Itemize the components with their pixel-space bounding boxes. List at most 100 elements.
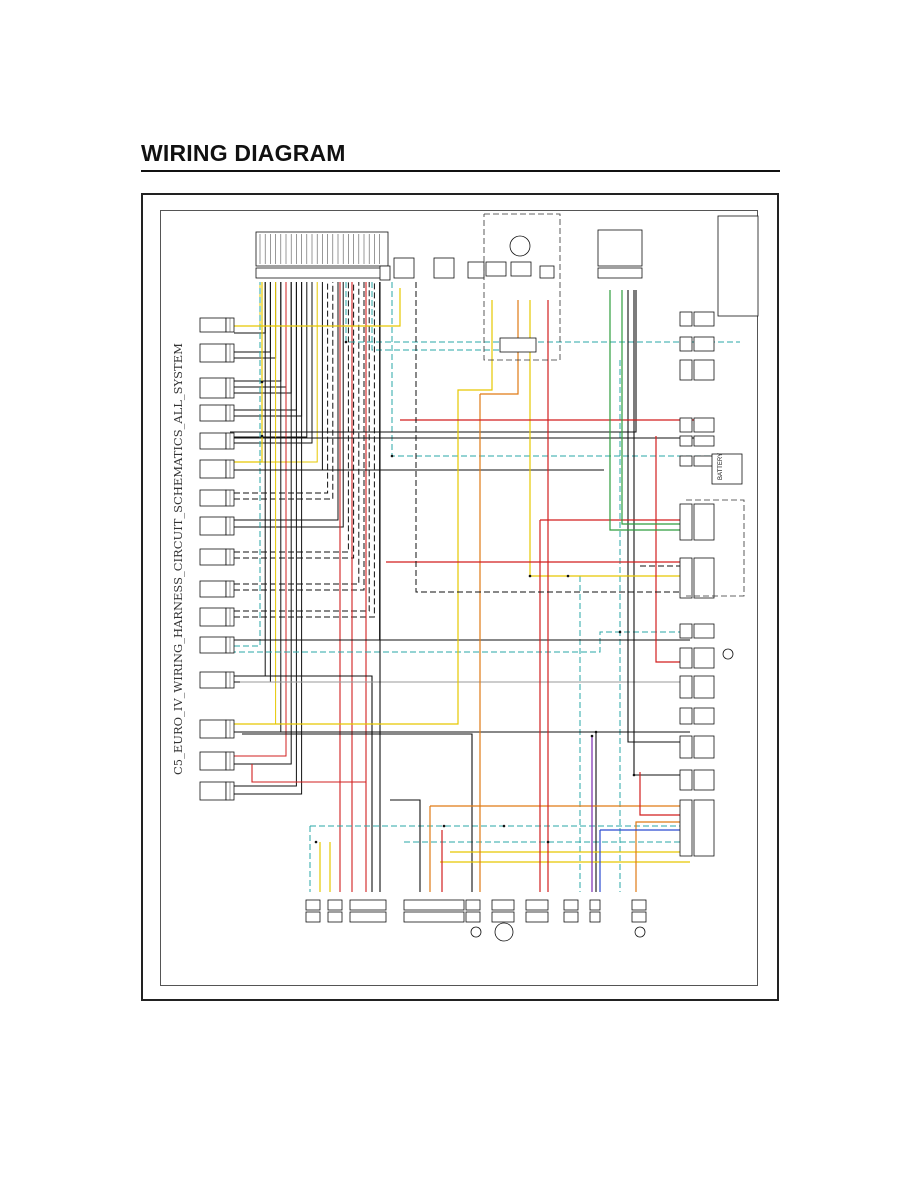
right-connector-12 [679,735,693,759]
black-wire [627,290,690,743]
yellow-wire [232,288,401,327]
left-component-0 [199,317,227,333]
headlamp-icon [494,922,514,942]
battery-icon [711,453,743,485]
bottom-component-8 [589,911,601,923]
bottom-component-2 [349,911,387,923]
junction-dot [390,454,394,458]
turn-lamp-icon [470,926,482,938]
left-wire [234,282,323,471]
bottom-connector-7 [563,899,579,911]
right-component-0 [693,311,715,327]
left-wire [234,282,365,591]
bottom-connector-0 [305,899,321,911]
cyan-ground-wire [230,631,690,653]
junction-dot [344,340,348,344]
right-component-6 [693,503,715,541]
right-component-2 [693,359,715,381]
right-component-4 [693,435,715,447]
bottom-component-5 [491,911,515,923]
left-wire [234,282,349,553]
right-component-8 [693,623,715,639]
headlamp-connector [510,261,532,277]
left-component-8 [199,548,227,566]
right-component-9 [693,647,715,669]
left-component-7 [199,516,227,536]
components-layer [199,213,759,942]
left-component-13 [199,719,227,739]
green-wire [609,290,690,531]
bottom-connector-3 [403,899,465,911]
black-wire [242,733,473,892]
junction-dot [590,734,594,738]
right-connector-8 [679,623,693,639]
left-wire [234,282,282,733]
left-wire [234,282,308,438]
junction-dot [546,840,550,844]
red-wire [251,764,366,783]
yellow-wire [450,846,691,853]
left-component-5 [199,459,227,479]
sensor-connector [379,265,391,281]
yellow-wire [232,282,263,463]
right-connector-6 [679,503,693,541]
bottom-component-6 [525,911,549,923]
right-component-7 [693,557,715,599]
left-wire [234,282,292,765]
bottom-connector-5 [491,899,515,911]
switch-group-boundary [686,499,745,597]
battery-label: BATTERY [718,453,724,480]
left-wire [234,282,370,612]
black-dashed-wire [415,282,690,593]
black-wire [240,675,373,892]
right-component-11 [693,707,715,725]
red-wire [639,772,690,816]
title-divider [141,170,780,172]
right-component-10 [693,675,715,699]
ecu-connector [255,267,389,279]
left-wire [234,282,277,725]
right-connector-7 [679,557,693,599]
black-wire [390,799,421,892]
fuel-pump-icon [467,261,485,279]
bottom-connector-9 [631,899,647,911]
right-connector-5 [679,455,693,467]
bottom-connector-4 [465,899,481,911]
junction-dot [566,574,570,578]
right-component-3 [693,417,715,433]
ecu-label-block [255,231,389,267]
left-component-4 [199,432,227,450]
left-wire [234,282,313,444]
right-connector-0 [679,311,693,327]
right-component-14 [693,799,715,857]
right-component-13 [693,769,715,791]
horn-icon [722,648,734,660]
right-connector-10 [679,675,693,699]
right-component-5 [693,455,715,467]
junction-dot [260,434,264,438]
left-component-9 [199,580,227,598]
orange-wire [635,821,690,892]
green-wire [621,290,690,525]
right-connector-11 [679,707,693,725]
diagram-frame [141,193,779,1001]
left-wire [234,282,297,787]
left-wire [234,282,277,359]
bottom-connector-6 [525,899,549,911]
bottom-component-7 [563,911,579,923]
left-wire [234,282,303,795]
bottom-component-3 [403,911,465,923]
headlamp-assembly-boundary [483,213,561,361]
bottom-component-1 [327,911,343,923]
left-wire [234,282,355,559]
bottom-connector-8 [589,899,601,911]
right-connector-13 [679,769,693,791]
left-component-2 [199,377,227,399]
junction-block [499,337,537,353]
red-wire [400,419,701,432]
right-component-12 [693,735,715,759]
junction-dot [442,824,446,828]
combination-switch-connector [597,267,643,279]
junction-dot [632,773,636,777]
right-connector-14 [679,799,693,857]
